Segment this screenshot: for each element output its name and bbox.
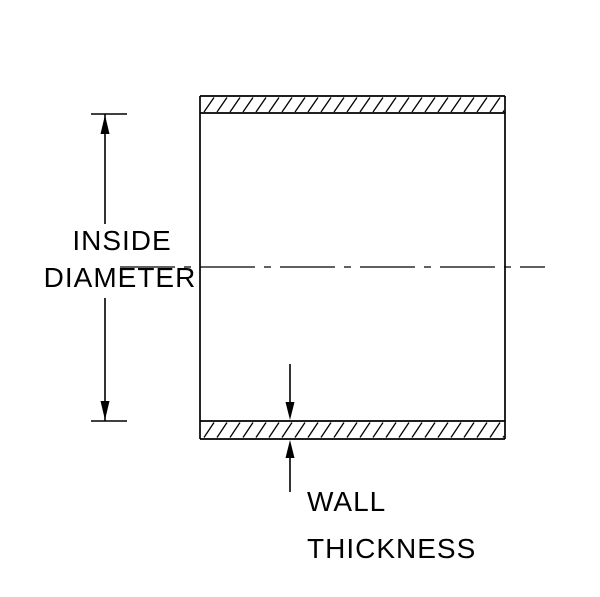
hatch-line [203, 97, 215, 113]
up-arrowhead [100, 115, 110, 134]
hatch-line [229, 422, 241, 438]
hatch-line [242, 97, 254, 113]
hatch-line [411, 97, 423, 113]
hatch-line [346, 422, 358, 438]
hatch-line [346, 97, 358, 113]
hatch-line [255, 422, 267, 438]
hatch-line [450, 97, 462, 113]
hatch-line [398, 97, 410, 113]
hatch-line [333, 97, 345, 113]
hatch-line [437, 422, 449, 438]
bottom-wall-hatch [203, 422, 505, 438]
hatch-line [281, 422, 293, 438]
inside-diameter-dimension: INSIDE DIAMETER [44, 113, 197, 422]
wall-callout-down-arrowhead [285, 402, 295, 420]
hatch-line [489, 422, 501, 438]
hatch-line [411, 422, 423, 438]
hatch-line [333, 422, 345, 438]
top-wall-hatch [203, 97, 505, 113]
hatch-line [203, 422, 215, 438]
wall-thickness-callout: WALL THICKNESS [285, 364, 476, 564]
hatch-line [359, 97, 371, 113]
hatch-line [307, 97, 319, 113]
hatch-line [502, 110, 505, 113]
hatch-line [294, 422, 306, 438]
hatch-line [268, 422, 280, 438]
hatch-line [216, 422, 228, 438]
down-arrowhead [100, 401, 110, 420]
hatch-line [281, 97, 293, 113]
hatch-line [216, 97, 228, 113]
hatch-line [385, 97, 397, 113]
hatch-line [268, 97, 280, 113]
hatch-line [463, 97, 475, 113]
hatch-line [255, 97, 267, 113]
hatch-line [359, 422, 371, 438]
hatch-line [424, 422, 436, 438]
wall-thickness-label-line1: WALL [307, 486, 386, 517]
hatch-line [320, 97, 332, 113]
hatch-line [450, 422, 462, 438]
hatch-line [372, 422, 384, 438]
hatch-line [437, 97, 449, 113]
hatch-line [294, 97, 306, 113]
hatch-line [424, 97, 436, 113]
hatch-line [242, 422, 254, 438]
hatch-line [398, 422, 410, 438]
inside-diameter-label-line2: DIAMETER [44, 262, 197, 293]
hatch-line [320, 422, 332, 438]
hatch-line [372, 97, 384, 113]
wall-thickness-label-line2: THICKNESS [307, 533, 476, 564]
hatch-line [476, 97, 488, 113]
hatch-line [463, 422, 475, 438]
hatch-line [476, 422, 488, 438]
inside-diameter-label-line1: INSIDE [72, 225, 171, 256]
hatch-line [307, 422, 319, 438]
hatch-line [502, 435, 505, 438]
hatch-line [489, 97, 501, 113]
wall-callout-up-arrowhead [285, 440, 295, 458]
hatch-line [385, 422, 397, 438]
hatch-line [229, 97, 241, 113]
